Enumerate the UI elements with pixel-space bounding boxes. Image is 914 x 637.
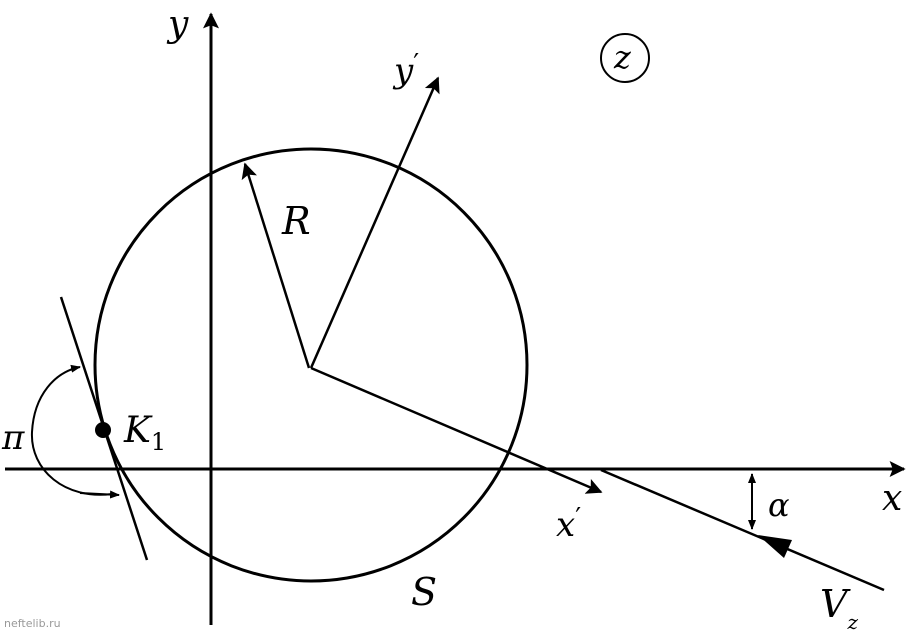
watermark: neftelib.ru (4, 617, 61, 630)
label-v-z: Vz (820, 582, 858, 632)
label-plane-z: z (613, 38, 632, 76)
y-prime-axis (309, 76, 440, 369)
velocity-line (600, 468, 885, 592)
label-pi: π (1, 418, 25, 458)
circle-s (93, 147, 529, 583)
label-x: x (882, 478, 902, 519)
label-y: y (166, 4, 189, 45)
point-k1 (95, 422, 111, 438)
label-x-prime: x′ (556, 503, 581, 545)
plane-marker-circle (600, 33, 650, 83)
label-s: S (411, 570, 437, 614)
label-r: R (281, 199, 311, 243)
x-prime-axis (310, 366, 603, 494)
pi-arc (30, 364, 113, 496)
label-k1: K1 (123, 410, 166, 456)
pi-arc-start-arrow (79, 490, 120, 499)
label-y-prime: y′ (392, 49, 419, 91)
radius-r (241, 162, 311, 369)
label-alpha: α (768, 486, 790, 524)
velocity-arrowhead (758, 535, 792, 558)
